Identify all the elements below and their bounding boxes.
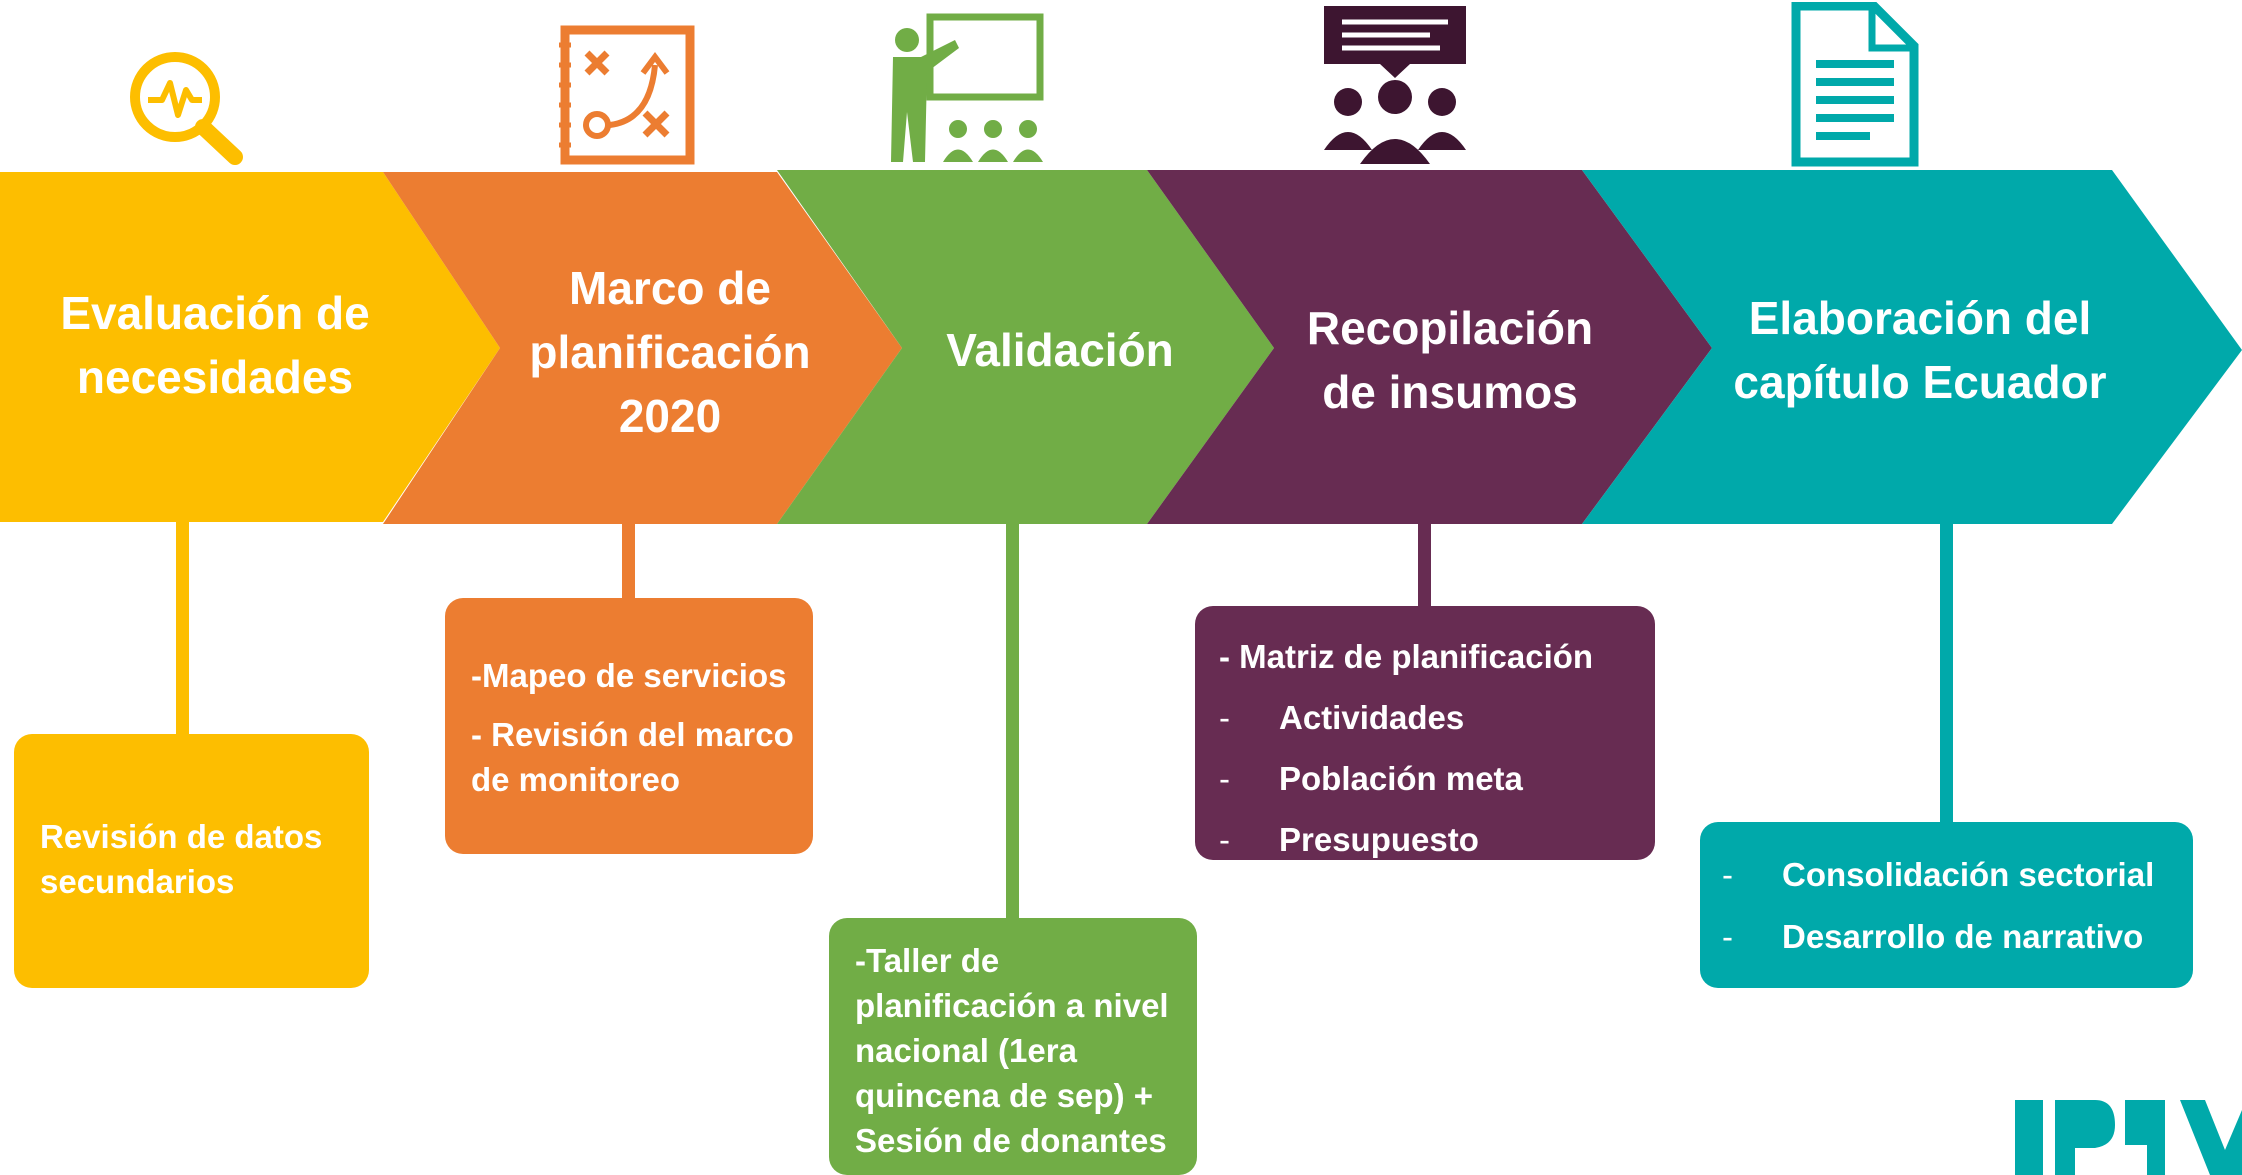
step-4-detail-bullet-3-text: Presupuesto (1279, 821, 1479, 858)
step-3-detail-line-1: -Taller de (855, 942, 1000, 979)
step-3-connector (1006, 524, 1019, 920)
step-5-title: Elaboración del capítulo Ecuador (1700, 280, 2140, 420)
arrow-step-1 (0, 172, 500, 522)
bullet-dash: - (1722, 856, 1733, 893)
step-5-detail-bullet-2-text: Desarrollo de narrativo (1782, 918, 2144, 955)
bullet-dash: - (1219, 760, 1230, 797)
step-1-title-line-2: necesidades (76, 351, 354, 403)
step-2-connector (622, 524, 635, 600)
step-2-detail-line-2: - Revisión del marco (471, 716, 794, 753)
step-5-connector (1940, 524, 1953, 824)
step-3-detail-line-3: nacional (1era (855, 1032, 1077, 1069)
step-1-detail-line-1: Revisión de datos (40, 818, 323, 855)
step-3-detail-box: -Taller de planificación a nivel naciona… (829, 918, 1197, 1175)
bullet-dash: - (1219, 821, 1230, 858)
step-4-title: Recopilación de insumos (1270, 290, 1630, 430)
step-2-title-line-2: planificación (529, 326, 811, 378)
step-4-detail-box: - Matriz de planificación - Actividades … (1195, 606, 1655, 860)
presentation-teacher-icon (891, 13, 1044, 162)
step-4-title-line-1: Recopilación (1306, 302, 1594, 354)
step-2-title: Marco de planificación 2020 (500, 252, 840, 452)
step-3-detail-line-2: planificación a nivel (855, 987, 1169, 1024)
step-4-detail-bullet-2: - Población meta (1219, 748, 1655, 809)
step-5-detail-bullet-1: - Consolidación sectorial (1722, 844, 2193, 906)
arrow-step-3 (777, 170, 1274, 524)
strategy-board-icon (559, 25, 695, 165)
document-icon (1791, 2, 1919, 167)
step-2-detail-box: -Mapeo de servicios - Revisión del marco… (445, 598, 813, 854)
bullet-dash: - (1219, 699, 1230, 736)
step-4-detail-bullet-2-text: Población meta (1279, 760, 1523, 797)
step-3-detail-line-5: Sesión de donantes (855, 1122, 1167, 1159)
step-4-detail-heading: - Matriz de planificación (1219, 638, 1594, 675)
step-2-detail-line-3: de monitoreo (471, 761, 681, 798)
step-4-detail-bullet-1-text: Actividades (1279, 699, 1465, 736)
arrow-step-2 (383, 172, 902, 524)
step-2-title-line-3: 2020 (618, 390, 722, 442)
step-5-detail-box: - Consolidación sectorial - Desarrollo d… (1700, 822, 2193, 988)
step-4-detail-bullet-1: - Actividades (1219, 687, 1655, 748)
step-5-title-line-1: Elaboración del (1748, 292, 2092, 344)
step-1-connector (176, 522, 189, 736)
step-1-title: Evaluación de necesidades (20, 260, 410, 430)
step-3-title: Validación (910, 310, 1210, 390)
step-1-detail-line-2: secundarios (40, 863, 235, 900)
step-2-detail-line-1: -Mapeo de servicios (471, 657, 787, 694)
step-1-title-line-1: Evaluación de (60, 287, 370, 339)
step-1-detail-box: Revisión de datos secundarios (14, 734, 369, 988)
bullet-dash: - (1722, 918, 1733, 955)
step-4-detail-bullet-3: - Presupuesto (1219, 809, 1655, 870)
arrow-step-4 (1147, 170, 1712, 524)
step-4-title-line-2: de insumos (1322, 366, 1578, 418)
magnifier-pulse-icon (130, 52, 243, 165)
step-5-title-line-2: capítulo Ecuador (1733, 356, 2107, 408)
r4v-logo-icon (2015, 1100, 2242, 1175)
group-discussion-icon (1324, 6, 1466, 164)
step-4-connector (1418, 524, 1431, 608)
step-3-title-line-1: Validación (946, 324, 1174, 376)
step-2-title-line-1: Marco de (569, 262, 771, 314)
arrow-step-5 (1582, 170, 2242, 524)
step-5-detail-bullet-2: - Desarrollo de narrativo (1722, 906, 2193, 968)
step-3-detail-line-4: quincena de sep) + (855, 1077, 1153, 1114)
step-5-detail-bullet-1-text: Consolidación sectorial (1782, 856, 2155, 893)
